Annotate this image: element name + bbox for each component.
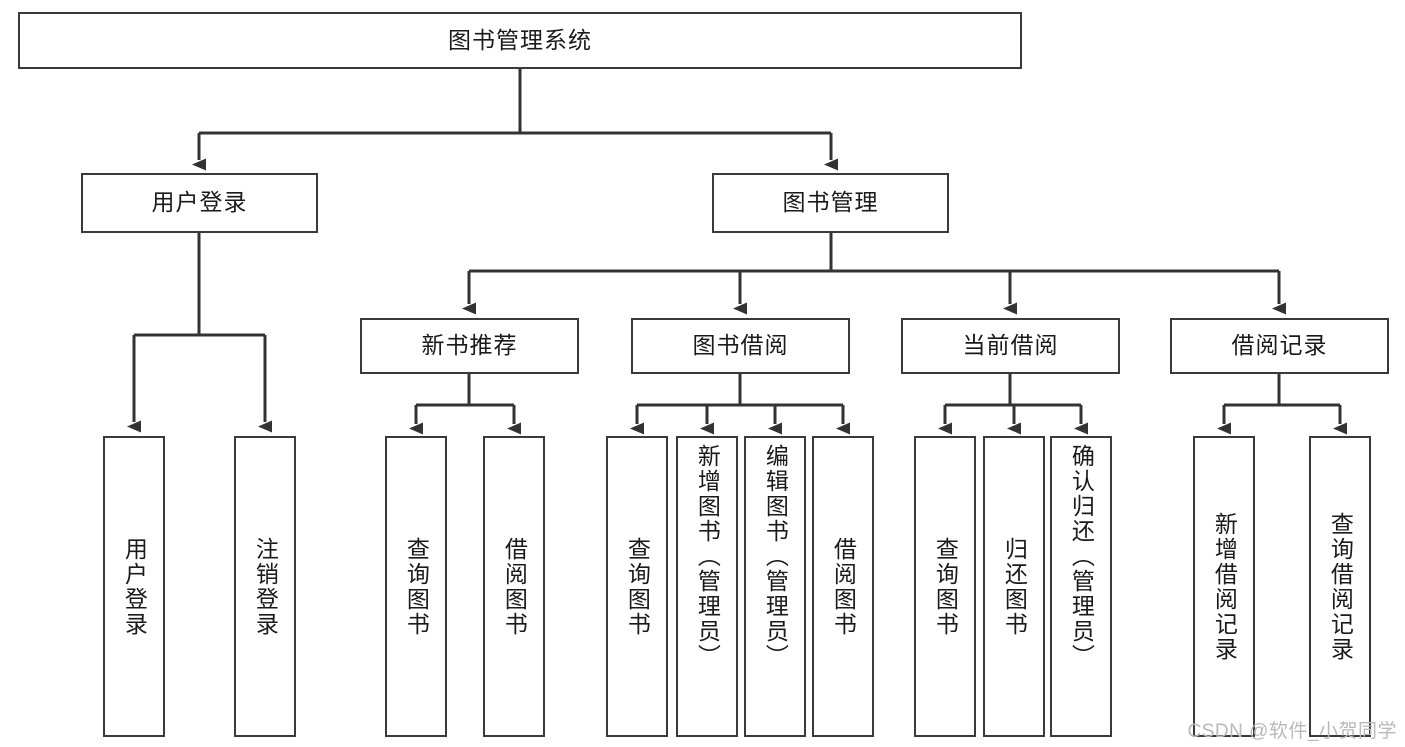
leaf-user-login-label: 用户登录	[121, 536, 148, 637]
leaf-query-book-current-label: 查询图书	[932, 536, 959, 637]
node-book-management[interactable]: 图书管理	[712, 173, 949, 233]
leaf-return-book-label: 归还图书	[1001, 536, 1028, 637]
node-new-book-recommend[interactable]: 新书推荐	[360, 318, 579, 374]
node-current-borrow-label: 当前借阅	[962, 332, 1059, 359]
node-user-login[interactable]: 用户登录	[81, 173, 318, 233]
leaf-add-book-admin-label: 新增图书（管理员）	[694, 444, 721, 669]
node-root-label: 图书管理系统	[448, 26, 592, 53]
leaf-confirm-return-admin[interactable]: 确认归还（管理员）	[1050, 436, 1112, 737]
node-new-book-recommend-label: 新书推荐	[421, 332, 518, 359]
node-book-management-label: 图书管理	[782, 189, 879, 216]
watermark-text: CSDN @软件_小贺同学	[1187, 721, 1397, 742]
leaf-query-borrow-record[interactable]: 查询借阅记录	[1309, 436, 1371, 737]
leaf-add-borrow-record[interactable]: 新增借阅记录	[1193, 436, 1255, 737]
leaf-borrow-book-label: 借阅图书	[830, 536, 857, 637]
leaf-return-book[interactable]: 归还图书	[983, 436, 1045, 737]
node-book-borrow[interactable]: 图书借阅	[631, 318, 850, 374]
node-current-borrow[interactable]: 当前借阅	[901, 318, 1120, 374]
leaf-logout-label: 注销登录	[252, 536, 279, 637]
leaf-confirm-return-admin-label: 确认归还（管理员）	[1068, 444, 1095, 669]
leaf-query-book-current[interactable]: 查询图书	[914, 436, 976, 737]
leaf-query-book-borrow[interactable]: 查询图书	[606, 436, 668, 737]
leaf-borrow-book-recommend-label: 借阅图书	[501, 536, 528, 637]
leaf-borrow-book-recommend[interactable]: 借阅图书	[483, 436, 545, 737]
leaf-query-book-borrow-label: 查询图书	[624, 536, 651, 637]
node-root[interactable]: 图书管理系统	[18, 12, 1022, 69]
leaf-edit-book-admin[interactable]: 编辑图书（管理员）	[744, 436, 806, 737]
leaf-add-book-admin[interactable]: 新增图书（管理员）	[676, 436, 738, 737]
node-book-borrow-label: 图书借阅	[692, 332, 789, 359]
leaf-query-book-recommend-label: 查询图书	[403, 536, 430, 637]
leaf-query-book-recommend[interactable]: 查询图书	[385, 436, 447, 737]
leaf-user-login[interactable]: 用户登录	[103, 436, 165, 737]
node-borrow-record[interactable]: 借阅记录	[1170, 318, 1389, 374]
leaf-borrow-book[interactable]: 借阅图书	[812, 436, 874, 737]
leaf-logout[interactable]: 注销登录	[234, 436, 296, 737]
node-borrow-record-label: 借阅记录	[1231, 332, 1328, 359]
node-user-login-label: 用户登录	[151, 189, 248, 216]
leaf-query-borrow-record-label: 查询借阅记录	[1327, 511, 1354, 662]
leaf-edit-book-admin-label: 编辑图书（管理员）	[762, 444, 789, 669]
leaf-add-borrow-record-label: 新增借阅记录	[1211, 511, 1238, 662]
